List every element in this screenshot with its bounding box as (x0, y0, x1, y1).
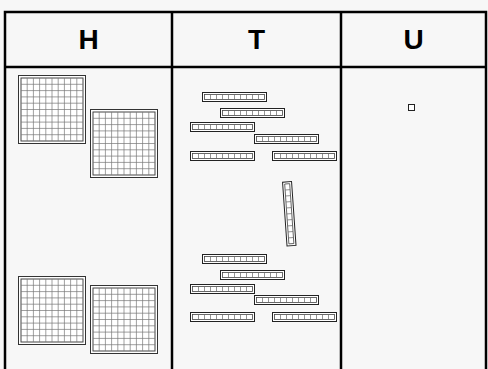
hundred-flats (19, 76, 158, 354)
column-header: U (342, 13, 485, 66)
ten-rods (191, 93, 337, 322)
unit-cube (409, 105, 415, 111)
column-header: H (6, 13, 171, 66)
column-header: T (173, 13, 340, 66)
table-lines (5, 12, 486, 369)
